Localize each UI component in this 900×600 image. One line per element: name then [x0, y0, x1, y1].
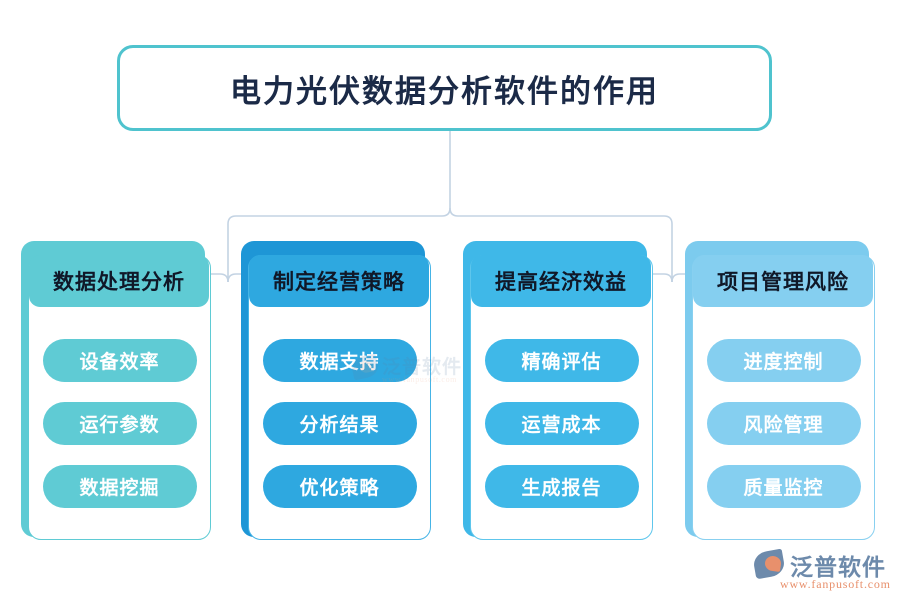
column-3-header-label: 提高经济效益	[495, 270, 627, 294]
column-2-items: 数据支持 分析结果 优化策略	[248, 339, 431, 528]
column-1-items: 设备效率 运行参数 数据挖掘	[28, 339, 211, 528]
column-3-item-2-label: 运营成本	[521, 415, 602, 436]
branch-column-1[interactable]: 数据处理分析 设备效率 运行参数 数据挖掘	[21, 241, 211, 541]
column-2-item-3-label: 优化策略	[299, 478, 380, 499]
column-4-header-label: 项目管理风险	[717, 270, 849, 294]
list-item[interactable]: 运行参数	[42, 402, 197, 445]
page-title: 电力光伏数据分析软件的作用	[230, 73, 659, 109]
list-item[interactable]: 分析结果	[262, 402, 417, 445]
list-item[interactable]: 数据支持	[262, 339, 417, 382]
column-4-item-2-label: 风险管理	[743, 415, 824, 436]
column-4-item-3-label: 质量监控	[743, 478, 824, 499]
list-item[interactable]: 设备效率	[42, 339, 197, 382]
brand-name: 泛普软件	[790, 555, 886, 580]
column-2-header[interactable]: 制定经营策略	[249, 255, 429, 307]
column-1-header[interactable]: 数据处理分析	[29, 255, 209, 307]
column-2-item-1-label: 数据支持	[299, 352, 380, 373]
list-item[interactable]: 运营成本	[484, 402, 639, 445]
list-item[interactable]: 进度控制	[706, 339, 861, 382]
column-1-item-1-label: 设备效率	[79, 352, 160, 373]
diagram-title-box: 电力光伏数据分析软件的作用	[117, 45, 772, 131]
column-4-items: 进度控制 风险管理 质量监控	[692, 339, 875, 528]
branch-column-3[interactable]: 提高经济效益 精确评估 运营成本 生成报告	[463, 241, 653, 541]
list-item[interactable]: 数据挖掘	[42, 465, 197, 508]
column-2-item-2-label: 分析结果	[299, 415, 380, 436]
list-item[interactable]: 生成报告	[484, 465, 639, 508]
column-4-header[interactable]: 项目管理风险	[693, 255, 873, 307]
list-item[interactable]: 精确评估	[484, 339, 639, 382]
column-1-header-label: 数据处理分析	[53, 270, 185, 294]
brand-logo-icon	[751, 548, 787, 580]
column-2-header-label: 制定经营策略	[273, 270, 405, 294]
list-item[interactable]: 质量监控	[706, 465, 861, 508]
list-item[interactable]: 风险管理	[706, 402, 861, 445]
brand-url: www.fanpusoft.com	[780, 577, 891, 591]
list-item[interactable]: 优化策略	[262, 465, 417, 508]
column-3-header[interactable]: 提高经济效益	[471, 255, 651, 307]
column-3-items: 精确评估 运营成本 生成报告	[470, 339, 653, 528]
branch-column-2[interactable]: 制定经营策略 数据支持 分析结果 优化策略	[241, 241, 431, 541]
column-4-item-1-label: 进度控制	[743, 352, 824, 373]
column-1-item-3-label: 数据挖掘	[79, 478, 160, 499]
branch-column-4[interactable]: 项目管理风险 进度控制 风险管理 质量监控	[685, 241, 875, 541]
column-1-item-2-label: 运行参数	[79, 415, 160, 436]
column-3-item-3-label: 生成报告	[521, 478, 602, 499]
brand-logo: 泛普软件 www.fanpusoft.com	[751, 548, 894, 596]
column-3-item-1-label: 精确评估	[521, 352, 602, 373]
